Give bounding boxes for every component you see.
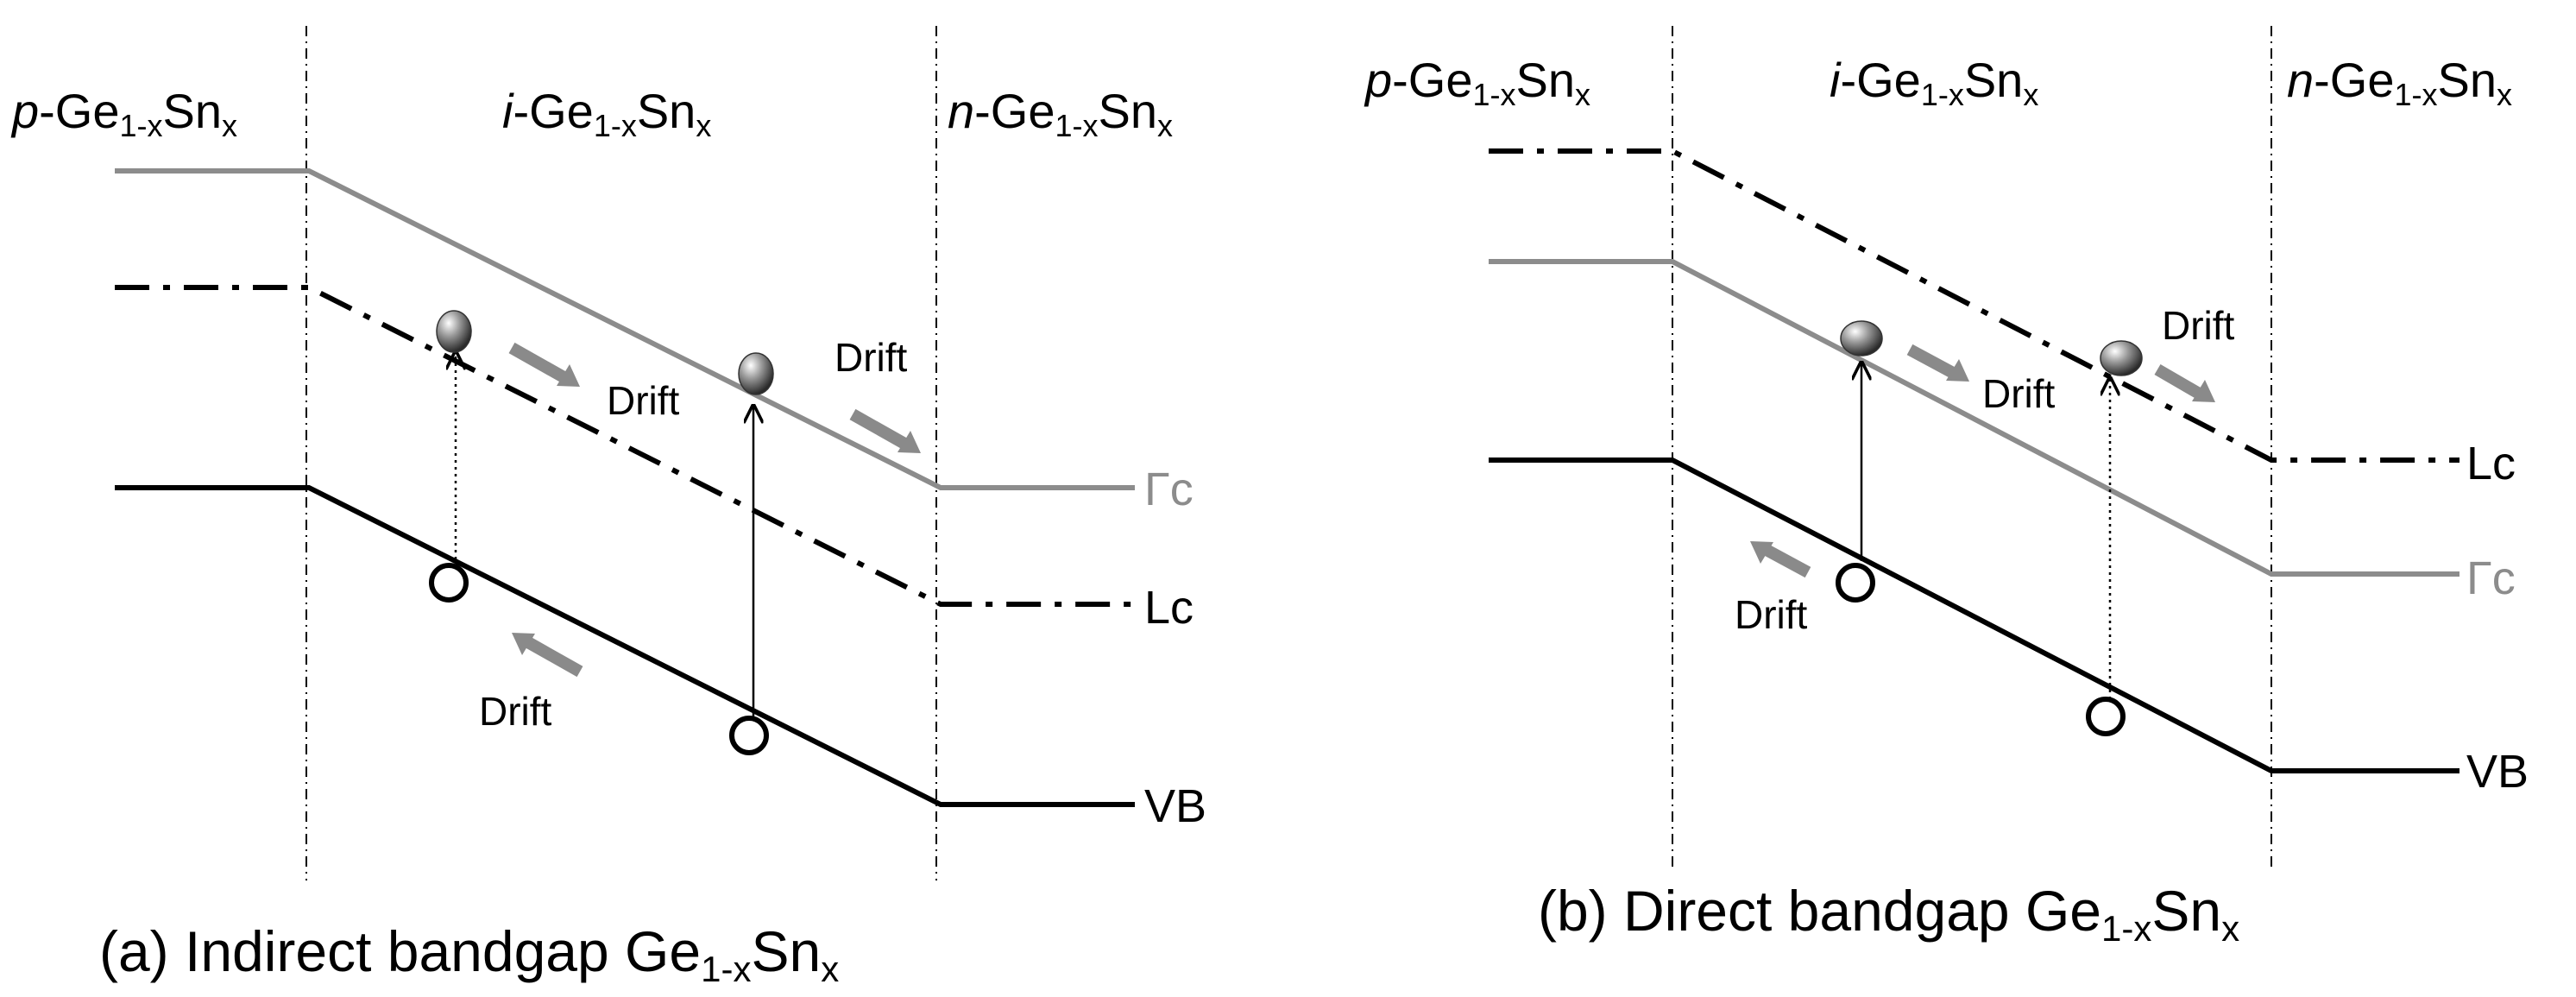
- drift-label-b-2: Drift: [2162, 303, 2235, 348]
- drift-arrowhead-a-3: [512, 633, 535, 655]
- region-label-b-i: i-Ge1-xSnx: [1830, 53, 2038, 112]
- drift-arrowhead-a-2: [898, 431, 921, 453]
- hole-a-1: [429, 563, 469, 603]
- drift-arrow-a-3: [523, 635, 583, 678]
- gamma-label-b: Γc: [2466, 552, 2516, 604]
- hole-b-1: [1836, 563, 1875, 603]
- valence-band-b: [1489, 457, 2459, 773]
- gamma-label-a: Γc: [1144, 464, 1194, 515]
- caption-b: (b) Direct bandgap Ge1-xSnx: [1538, 879, 2239, 949]
- panel-a: p-Ge1-xSnx i-Ge1-xSnx n-Ge1-xSnx Γc Lc V…: [10, 26, 1206, 989]
- region-label-b-p: p-Ge1-xSnx: [1364, 53, 1590, 112]
- gamma-band-b: [1489, 259, 2459, 577]
- valence-band-a: [115, 485, 1135, 807]
- drift-arrow-b-2: [2154, 363, 2204, 401]
- hole-a-2: [729, 716, 769, 755]
- drift-arrowhead-b-3: [1750, 541, 1773, 564]
- electron-a-2: [738, 352, 774, 395]
- region-label-b-n: n-Ge1-xSnx: [2287, 53, 2512, 112]
- region-label-a-i: i-Ge1-xSnx: [502, 84, 711, 143]
- vb-label-a: VB: [1144, 780, 1206, 832]
- drift-arrowhead-b-1: [1946, 359, 1969, 382]
- drift-label-b-3: Drift: [1735, 592, 1808, 637]
- electron-b-2: [2100, 340, 2143, 376]
- drift-arrow-b-3: [1761, 543, 1811, 578]
- l-label-b: Lc: [2466, 438, 2516, 489]
- caption-a: (a) Indirect bandgap Ge1-xSnx: [99, 919, 839, 989]
- drift-label-a-1: Drift: [607, 378, 680, 423]
- l-band-a: [115, 285, 1135, 607]
- drift-arrow-a-1: [508, 342, 569, 384]
- region-label-a-n: n-Ge1-xSnx: [948, 84, 1173, 143]
- panel-b: p-Ge1-xSnx i-Ge1-xSnx n-Ge1-xSnx Lc Γc V…: [1364, 26, 2529, 949]
- l-label-a: Lc: [1144, 582, 1194, 634]
- l-band-b: [1489, 148, 2459, 463]
- hole-b-2: [2086, 697, 2126, 736]
- vb-label-b: VB: [2466, 746, 2529, 798]
- drift-label-b-1: Drift: [1982, 371, 2056, 416]
- electron-a-1: [436, 310, 472, 353]
- drift-label-a-2: Drift: [835, 335, 908, 380]
- region-label-a-p: p-Ge1-xSnx: [10, 84, 237, 143]
- drift-arrowhead-a-1: [557, 364, 580, 387]
- electron-b-1: [1840, 320, 1883, 357]
- drift-arrow-b-1: [1906, 344, 1958, 380]
- drift-arrow-a-2: [849, 408, 910, 451]
- drift-arrowhead-b-2: [2192, 380, 2215, 402]
- drift-label-a-3: Drift: [479, 689, 552, 734]
- gamma-band-a: [115, 168, 1135, 490]
